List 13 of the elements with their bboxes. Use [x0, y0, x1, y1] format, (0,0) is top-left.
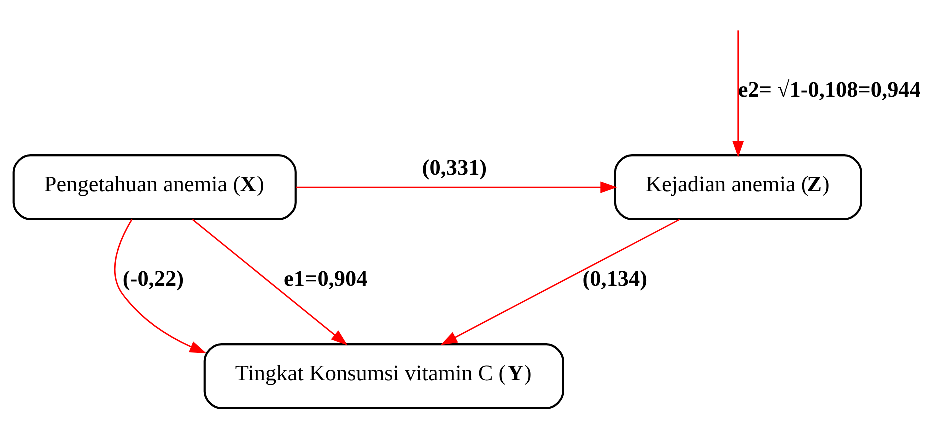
edge-label: (0,134) [582, 265, 648, 290]
edge-label: (0,331) [422, 154, 488, 180]
node-box: Pengetahuan anemia (X) [12, 154, 297, 220]
edge-label: e1=0,904 [284, 265, 368, 290]
arrow [732, 30, 744, 158]
arrow [114, 218, 207, 353]
node-box: Tingkat Konsumsi vitamin C (Y) [204, 343, 564, 409]
arrow [192, 218, 348, 346]
node-box: Kejadian anemia (Z) [614, 154, 862, 220]
arrow [296, 181, 618, 193]
edge-label: e2= √1-0,108=0,944 [738, 76, 921, 102]
edge-label: (-0,22) [122, 265, 184, 290]
arrow [440, 218, 680, 345]
